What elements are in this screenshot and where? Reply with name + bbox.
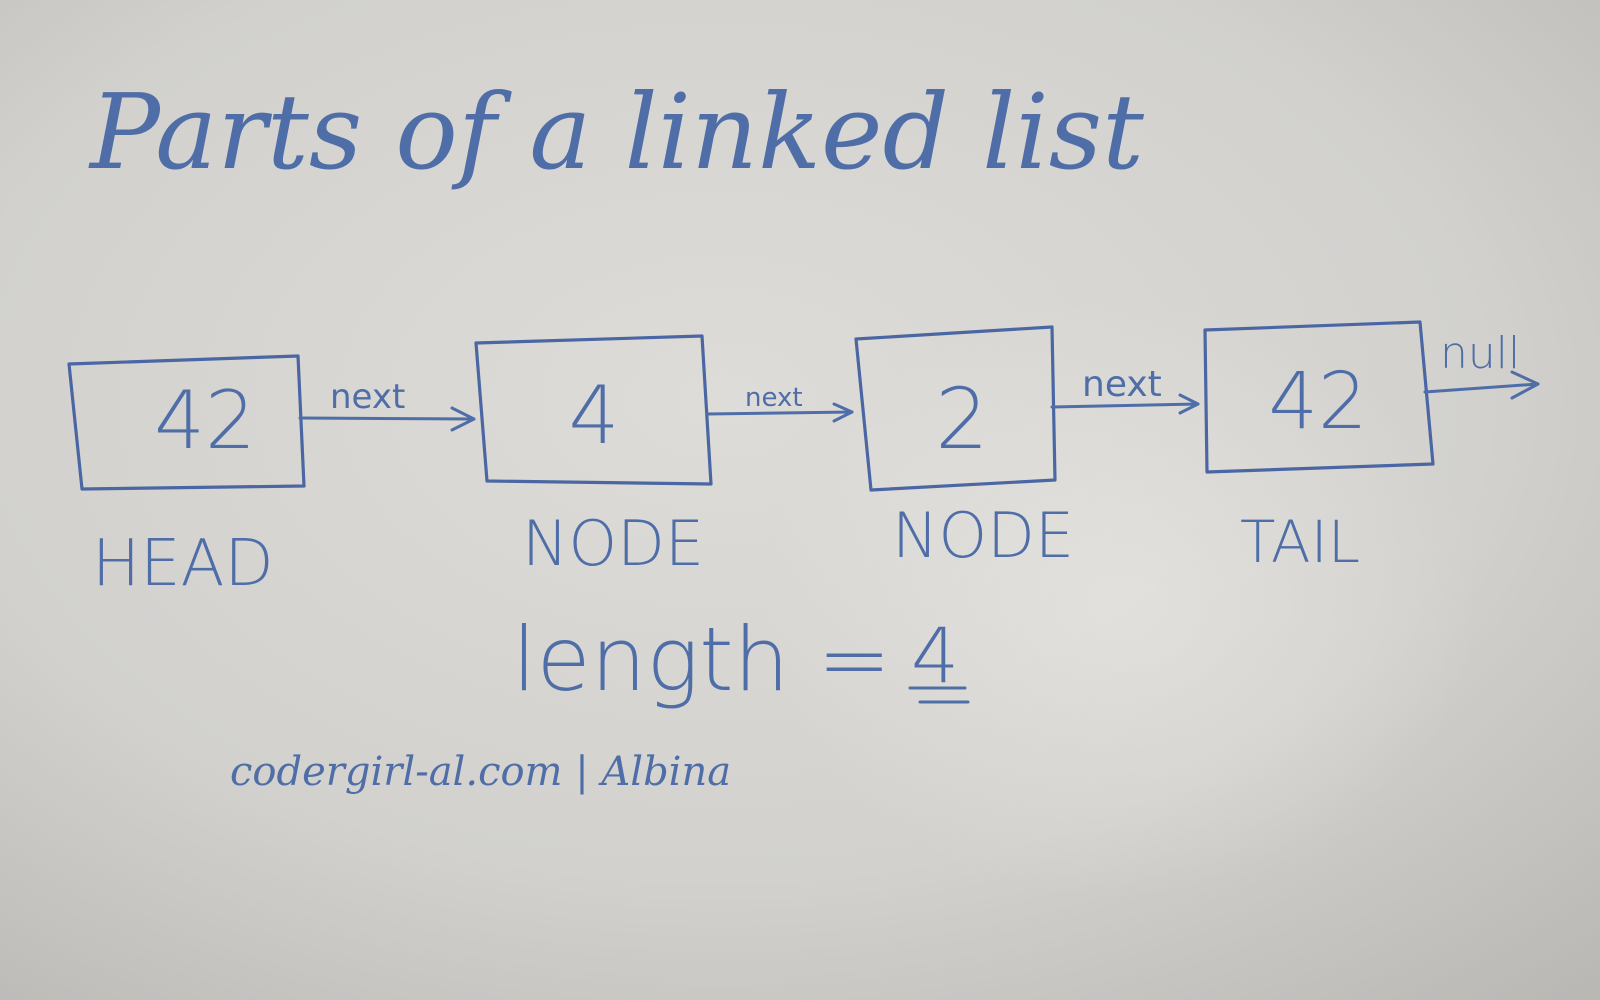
null-label: null [1440,328,1520,379]
next-arrow-1 [298,406,476,432]
node-label-node-2: NODE [892,499,1074,572]
node-label-node-1: NODE [522,507,704,580]
diagram-title: Parts of a linked list [88,71,1144,193]
node-box-node-2 [854,325,1057,492]
node-value-node-2: 2 [935,370,988,468]
node-box-node-1 [474,334,713,486]
length-value-underline [908,686,970,704]
credit-text: codergirl-al.com | Albina [230,749,731,795]
length-label: length = [512,608,891,711]
null-arrow [1423,370,1540,400]
node-value-node-1: 4 [569,369,620,462]
node-value-head: 42 [154,374,256,467]
length-value: 4 [911,611,959,700]
node-label-tail: TAIL [1240,508,1360,576]
next-label-2: next [745,383,803,413]
node-label-head: HEAD [92,527,274,601]
node-value-tail: 42 [1268,357,1367,447]
node-box-head [67,354,306,491]
next-label-3: next [1082,364,1162,405]
next-arrow-2 [705,402,854,423]
next-arrow-3 [1050,393,1200,415]
node-box-tail [1203,320,1435,474]
light-glare [760,300,1480,900]
next-label-1: next [330,377,405,417]
